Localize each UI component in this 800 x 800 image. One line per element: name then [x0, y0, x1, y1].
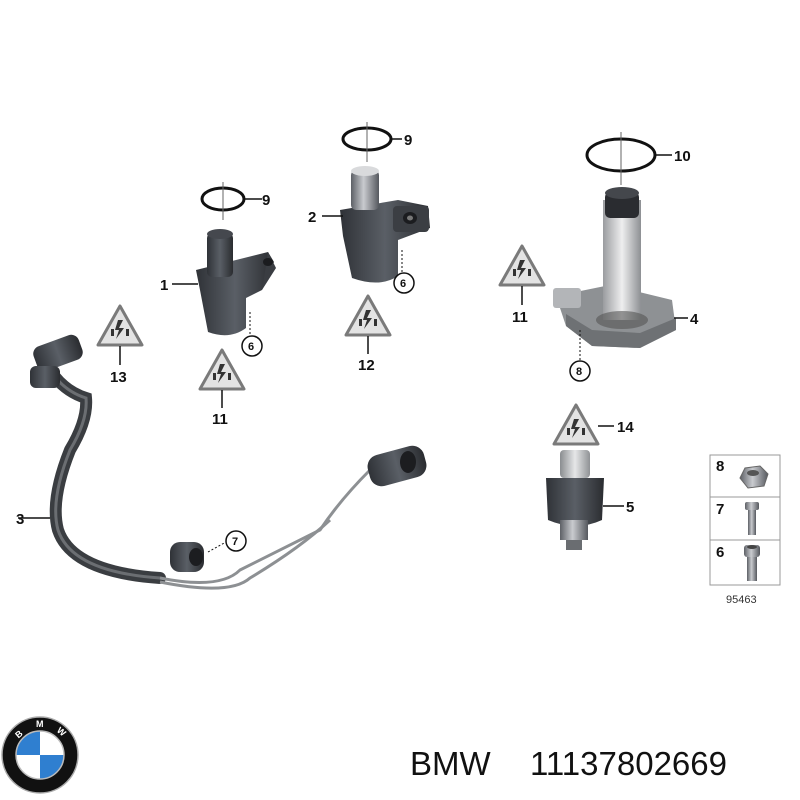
legend-7: 7	[716, 501, 724, 518]
circled-6-b: 6	[400, 278, 406, 290]
hex-nut-icon	[739, 465, 769, 489]
electrical-warning-icon: 13	[96, 304, 144, 386]
callout-2: 2	[308, 209, 316, 226]
bolt-icon	[745, 502, 759, 535]
electrical-warning-icon: 14	[552, 403, 634, 446]
callout-9-b: 9	[404, 132, 412, 149]
logo-letter-b: B	[13, 728, 25, 740]
socket-screw-icon	[744, 545, 760, 581]
caption-part-number: 11137802669	[530, 745, 727, 782]
circled-7: 7	[232, 536, 238, 548]
electrical-warning-icon: 11	[198, 348, 246, 428]
hardware-legend: 8 7 6 95463	[709, 454, 781, 606]
legend-6: 6	[716, 544, 724, 561]
knock-sensor-harness-part-3: 3 7	[16, 334, 427, 590]
callout-11-b: 11	[512, 309, 528, 326]
o-ring-part-9-a: 9	[200, 182, 270, 220]
callout-5: 5	[626, 499, 634, 516]
diagram-reference-number: 95463	[726, 594, 757, 606]
knock-sensor-a	[170, 542, 204, 572]
circled-8: 8	[576, 366, 582, 378]
electrical-warning-icon: 12	[344, 294, 392, 374]
knock-sensor-b	[367, 445, 427, 487]
logo-letter-m: M	[36, 719, 44, 729]
circled-6-a: 6	[248, 341, 254, 353]
electrical-warning-icon: 11	[498, 244, 546, 326]
callout-9-a: 9	[262, 192, 270, 209]
pressure-sensor-part-5: 5	[546, 450, 634, 550]
camshaft-sensor-part-1: 1 6	[160, 229, 276, 357]
callout-3: 3	[16, 511, 24, 528]
callout-10: 10	[674, 148, 691, 165]
bmw-logo-icon: B M W	[1, 716, 79, 794]
callout-12: 12	[358, 357, 375, 374]
caption-brand: BMW	[410, 745, 492, 782]
callout-1: 1	[160, 277, 168, 294]
camshaft-sensor-part-2: 2 6	[308, 166, 430, 294]
callout-4: 4	[690, 311, 699, 328]
legend-8: 8	[716, 458, 724, 475]
oil-level-sensor-part-4: 4 8	[553, 187, 699, 382]
callout-14: 14	[617, 419, 634, 436]
callout-13: 13	[110, 369, 127, 386]
o-ring-part-9-b: 9	[341, 122, 412, 162]
callout-11-a: 11	[212, 411, 228, 428]
o-ring-part-10: 10	[585, 132, 691, 185]
